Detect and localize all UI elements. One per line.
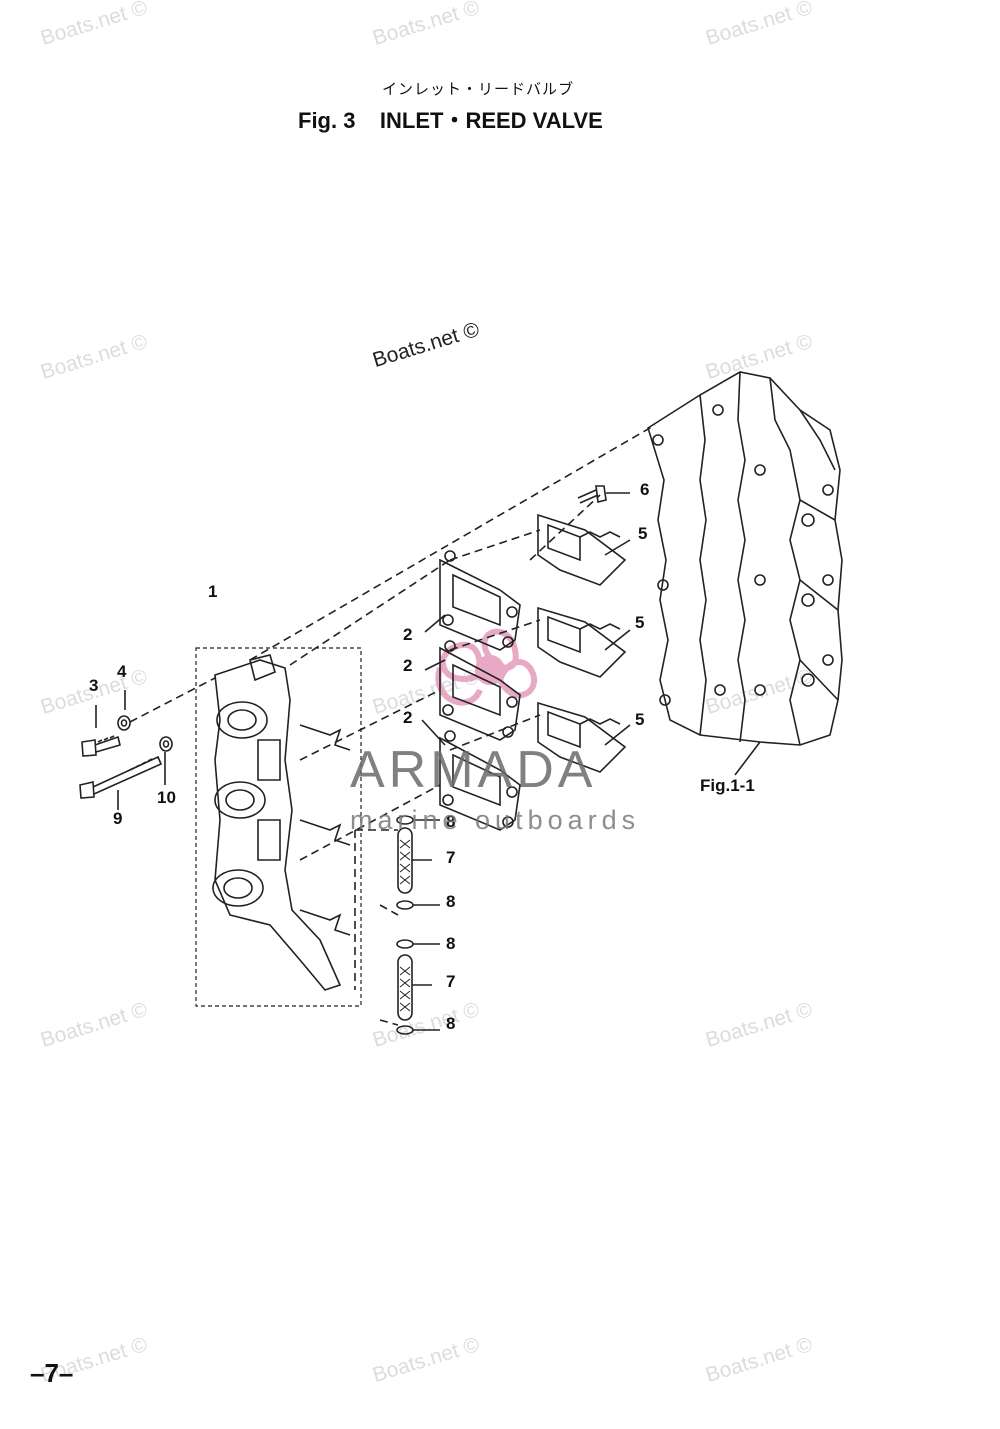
callout-2: 2 xyxy=(403,708,413,727)
title-japanese: インレット・リードバルブ xyxy=(382,80,575,98)
callout-8: 8 xyxy=(446,812,456,831)
callout-5: 5 xyxy=(635,710,645,729)
callout-2: 2 xyxy=(403,625,413,644)
part-1-intake-manifold xyxy=(195,647,362,1007)
callout-8: 8 xyxy=(446,1014,456,1033)
callout-8: 8 xyxy=(446,892,456,911)
engine-block xyxy=(647,371,843,776)
page-number: –7– xyxy=(30,1358,74,1388)
brand-logo-icon xyxy=(435,628,538,706)
callout-5: 5 xyxy=(635,613,645,632)
callout-6: 6 xyxy=(640,480,650,499)
callout-3: 3 xyxy=(89,676,99,695)
bolts-and-washers xyxy=(79,690,173,810)
part-5-reed-valves xyxy=(537,513,631,773)
alignment-lines xyxy=(129,424,656,1026)
part-2-gaskets xyxy=(421,550,521,831)
callout-2: 2 xyxy=(403,656,413,675)
callout-4: 4 xyxy=(117,662,127,681)
brand-name: ARMADA xyxy=(350,741,597,799)
callout-7: 7 xyxy=(446,972,456,991)
callout-8: 8 xyxy=(446,934,456,953)
figure-title: Fig. 3 INLET・REED VALVE xyxy=(298,108,603,133)
callout-9: 9 xyxy=(113,809,123,828)
callout-1: 1 xyxy=(208,582,218,601)
callout-5: 5 xyxy=(638,524,648,543)
hoses-and-clips xyxy=(396,815,440,1035)
part-6-screw xyxy=(577,485,630,504)
callout-10: 10 xyxy=(157,788,176,807)
figure-reference: Fig.1-1 xyxy=(700,776,755,795)
callout-7: 7 xyxy=(446,848,456,867)
brand-tagline: marine outboards xyxy=(350,805,641,835)
